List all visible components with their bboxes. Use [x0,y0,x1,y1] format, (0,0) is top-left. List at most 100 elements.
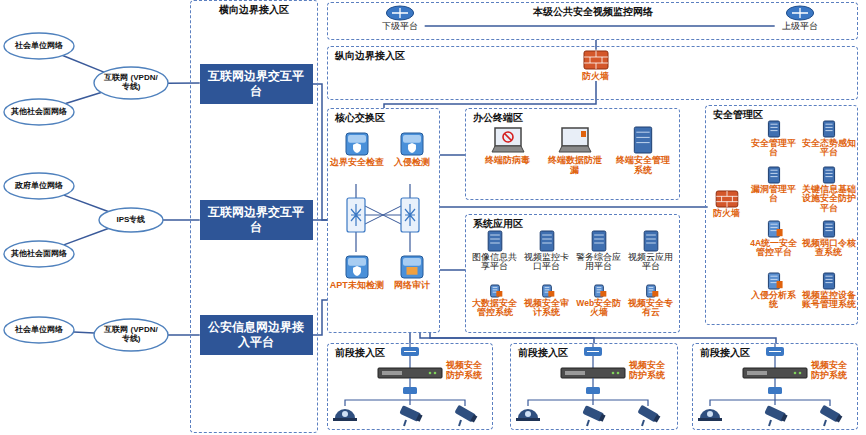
device-node: 警务综合应用平台 [574,230,624,273]
zone-region: 本级公共安全视频监控网络下级平台 上级平台 [327,2,858,40]
device-icon [775,5,825,21]
node-label: Web安全防火墙 [574,299,624,319]
icon-shape [4,33,74,59]
decoration-shape [403,387,417,394]
zone-region: 安全管理区安全管理平台安全态势感知平台防火墙漏洞管理平台关键信息基础设施安全防护… [705,105,858,325]
device-icon [544,126,606,154]
node-label: 大数据安全管控系统 [470,299,520,319]
icon-shape [825,124,832,130]
zone-title: 前段接入区 [511,344,677,359]
icon-shape [406,267,417,275]
device-icon [470,284,520,298]
device-node: 视频弱口令核查系统 [802,220,856,259]
device-node: 视频安全防护系统 [446,360,490,381]
device-node: 边界安全检查 [330,132,384,167]
decoration-shape [405,204,415,226]
connector-line [168,334,200,336]
device-icon [375,5,425,21]
icon-shape [353,266,361,276]
platform-box: 公安信息网边界接入平台 [200,315,313,355]
zone-region: 办公终端区终端防病毒终端数据防泄漏终端安全管理系统 [465,108,680,200]
device-icon [748,220,800,238]
decoration-shape [454,405,478,424]
icon-shape [559,146,591,152]
device-icon [330,255,384,279]
icon-shape [4,99,74,125]
icon-shape [548,291,554,297]
icon-shape [4,317,74,343]
device-icon [386,255,438,279]
node-label: 上级平台 [775,22,825,32]
decoration-shape [434,372,437,375]
network-cloud: 其他社会面网络 [3,240,75,268]
node-label: 互联网边界交互平台 [207,205,306,234]
connector-line [313,300,327,335]
icon-shape [594,235,604,243]
icon-shape [823,273,834,289]
decoration-shape [347,198,365,232]
platform-box: 互联网边界交互平台 [200,200,313,240]
icon-shape [634,127,651,153]
connector-line [440,206,708,208]
network-cloud: 社会单位网络 [3,32,75,60]
icon-shape [346,256,368,278]
node-label: 防火墙 [708,209,746,219]
device-node: 图像信息共享平台 [470,230,520,273]
icon-shape [348,258,366,266]
decoration-shape [365,206,401,224]
device-icon [612,126,674,154]
device-icon [802,272,856,290]
zone-region: 前段接入区视频安全防护系统 [692,343,858,430]
device-icon [802,220,856,238]
device-node: 终端数据防泄漏 [544,126,606,176]
icon-shape [392,8,408,18]
icon-shape [716,191,738,207]
icon-shape [495,128,521,146]
node-label: 警务综合应用平台 [574,253,624,273]
node-label: 入侵检测 [386,157,438,167]
node-label: 互联网 (VPDN/专线) [103,74,159,92]
connector-line [64,195,108,211]
decoration-shape [378,368,442,378]
node-label: 下级平台 [375,22,425,32]
node-label: 视频监控设备账号管理系统 [802,291,856,311]
network-cloud: 政府单位网络 [3,172,75,200]
zone-title: 本级公共安全视频监控网络 [328,3,857,18]
device-icon [748,272,800,290]
node-label: 互联网 (VPDN/专线) [103,326,159,344]
icon-shape [346,133,368,155]
device-icon [626,230,676,252]
icon-shape [584,51,608,69]
network-cloud: 社会单位网络 [3,316,75,344]
connector-line [384,81,596,108]
node-label: 视频监控卡口平台 [522,253,572,273]
node-label: 其他社会面网络 [11,249,67,259]
device-node: 漏洞管理平台 [748,166,800,205]
icon-shape [776,229,782,236]
zone-title: 办公终端区 [466,109,679,124]
decoration-shape [345,400,465,406]
platform-box: 互联网边界交互平台 [200,64,313,104]
device-node: 防火墙 [708,190,746,219]
node-label: 安全管理平台 [748,139,800,159]
icon-shape [644,231,658,251]
device-node: 网络审计 [386,255,438,290]
icon-shape [823,121,834,137]
device-node: APT未知检测 [330,255,384,290]
device-node: 安全态势感知平台 [802,120,856,159]
node-label: 网络审计 [386,280,438,290]
icon-shape [825,276,832,282]
icon-shape [646,235,656,243]
icon-shape [770,170,777,176]
icon-shape [353,143,361,153]
icon-shape [408,143,416,153]
icon-shape [348,135,366,143]
device-node: 4A统一安全管控平台 [748,220,800,259]
link-ellipse: 互联网 (VPDN/专线) [93,66,169,100]
connector-line [440,154,465,156]
icon-shape [792,8,808,18]
icon-shape [823,221,834,237]
zone-title: 核心交换区 [328,109,439,124]
connector-line [64,228,108,244]
zone-title: 横向边界接入区 [191,1,317,16]
